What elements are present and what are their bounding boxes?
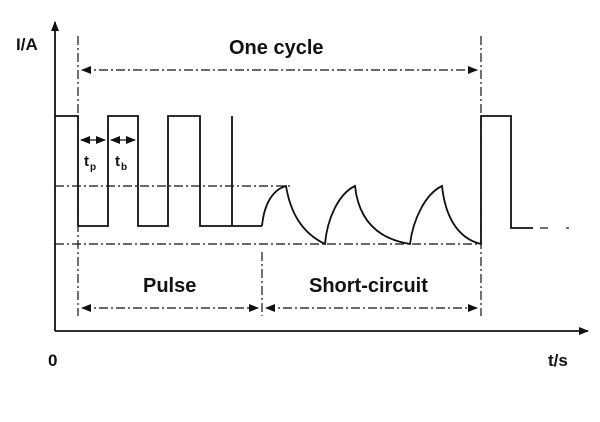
x-axis-label: t/s [548, 351, 568, 370]
pulse-label: Pulse [143, 275, 196, 297]
short-circuit-waveform [261, 115, 533, 246]
one-cycle-label: One cycle [229, 37, 324, 59]
short-circuit-label: Short-circuit [309, 275, 428, 297]
origin-label: 0 [48, 351, 57, 370]
y-axis-label: I/A [16, 35, 38, 54]
pulse-waveform [55, 115, 262, 227]
tb-label: tb [115, 153, 127, 173]
tp-label: tp [84, 153, 96, 173]
